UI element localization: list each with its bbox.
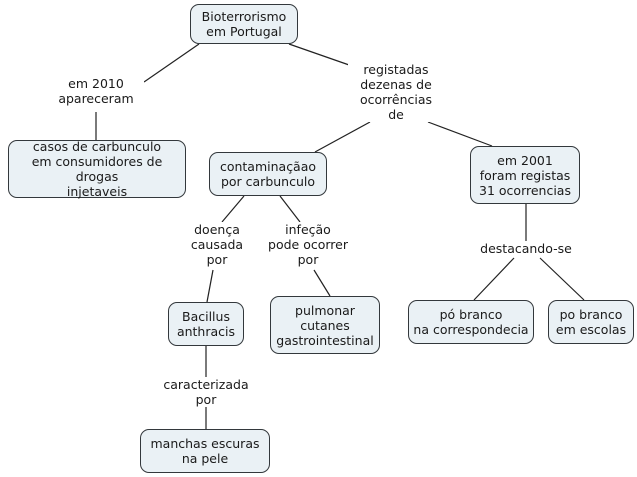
node-em2001[interactable]: em 2001 foram registas 31 ocorrencias xyxy=(470,146,580,204)
link-label-destacandoSe[interactable]: destacando-se xyxy=(478,241,574,256)
connector-destacando-to-poBrancoEsc xyxy=(539,257,585,301)
connector-contaminacao-to-doenca xyxy=(221,195,245,223)
node-poBrancoEsc[interactable]: po branco em escolas xyxy=(548,300,634,344)
connector-doenca-to-bacillus xyxy=(206,269,214,303)
connector-root-to-registadas xyxy=(288,43,353,67)
connector-infecao-to-pulmonar xyxy=(313,269,331,297)
node-root[interactable]: Bioterrorismo em Portugal xyxy=(190,4,298,44)
link-label-em2010[interactable]: em 2010 apareceram xyxy=(48,76,144,106)
link-label-infecao[interactable]: infeção pode ocorrer por xyxy=(266,222,350,267)
connector-registadas-to-contaminacao xyxy=(314,121,371,153)
connector-root-to-em2010 xyxy=(143,43,200,83)
link-label-caracterizada[interactable]: caracterizada por xyxy=(158,377,254,407)
connector-destacando-to-poBrancoCorr xyxy=(473,257,515,301)
connector-contaminacao-to-infecao xyxy=(279,195,301,223)
link-label-doencaCausada[interactable]: doença causada por xyxy=(186,222,248,267)
node-poBrancoCorr[interactable]: pó branco na correspondecia xyxy=(408,300,534,344)
connector-registadas-to-em2001 xyxy=(427,121,493,147)
node-contaminacao[interactable]: contaminaçãao por carbunculo xyxy=(209,152,327,196)
link-label-registadas[interactable]: registadas dezenas de ocorrências de xyxy=(348,62,444,122)
node-pulmonar[interactable]: pulmonar cutanes gastrointestinal xyxy=(270,296,380,354)
node-manchas[interactable]: manchas escuras na pele xyxy=(140,429,270,473)
node-casos[interactable]: casos de carbunculo em consumidores de d… xyxy=(8,139,186,199)
node-bacillus[interactable]: Bacillus anthracis xyxy=(168,302,244,346)
